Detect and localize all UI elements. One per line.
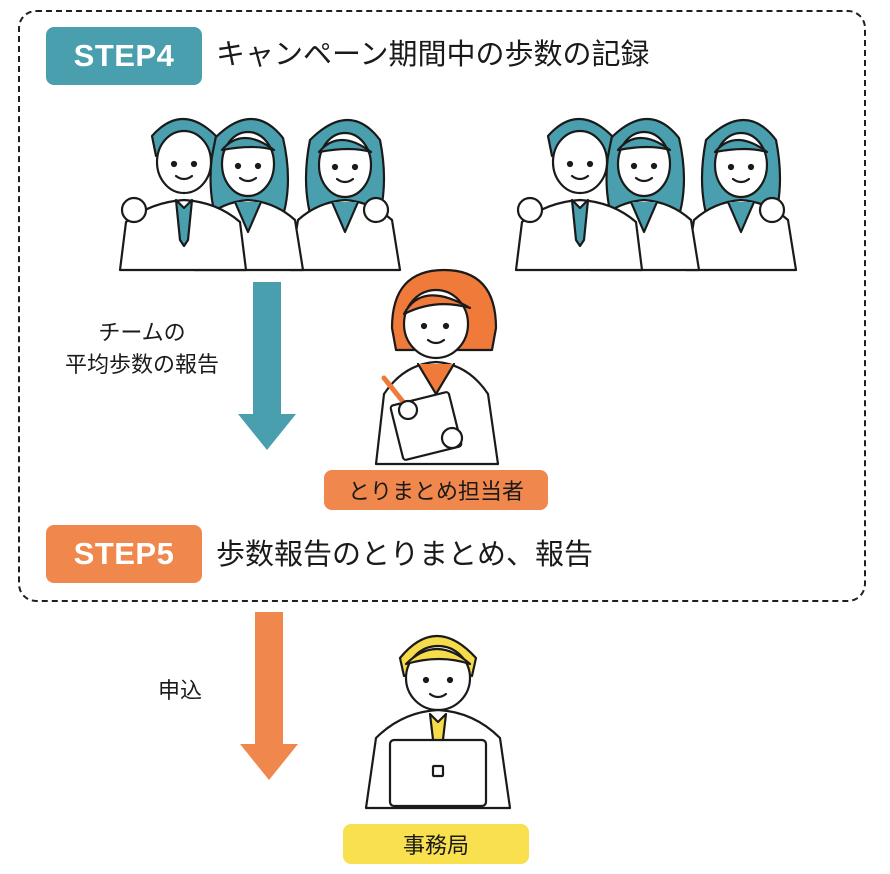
step4-title: キャンペーン期間中の歩数の記録: [216, 37, 650, 71]
step4-badge: STEP4: [46, 27, 202, 85]
coordinator-label: とりまとめ担当者: [324, 470, 548, 510]
campaign-steps-frame: [18, 10, 866, 602]
arrow2-label: 申込: [157, 679, 202, 704]
step5-badge: STEP5: [46, 525, 202, 583]
coordinator-person-icon: [374, 268, 500, 466]
arrow1-label-line2: 平均歩数の報告: [64, 353, 219, 378]
team-group-icon: [514, 117, 798, 272]
arrow1-label-line1: チームの: [98, 321, 186, 346]
down-arrow-icon: [240, 612, 298, 780]
arrow1-label: チームの 平均歩数の報告: [52, 318, 232, 382]
team-group-icon: [118, 117, 402, 272]
office-label: 事務局: [343, 824, 529, 864]
step5-title: 歩数報告のとりまとめ、報告: [216, 537, 594, 571]
office-person-laptop-icon: [364, 635, 512, 810]
down-arrow-icon: [238, 282, 296, 450]
